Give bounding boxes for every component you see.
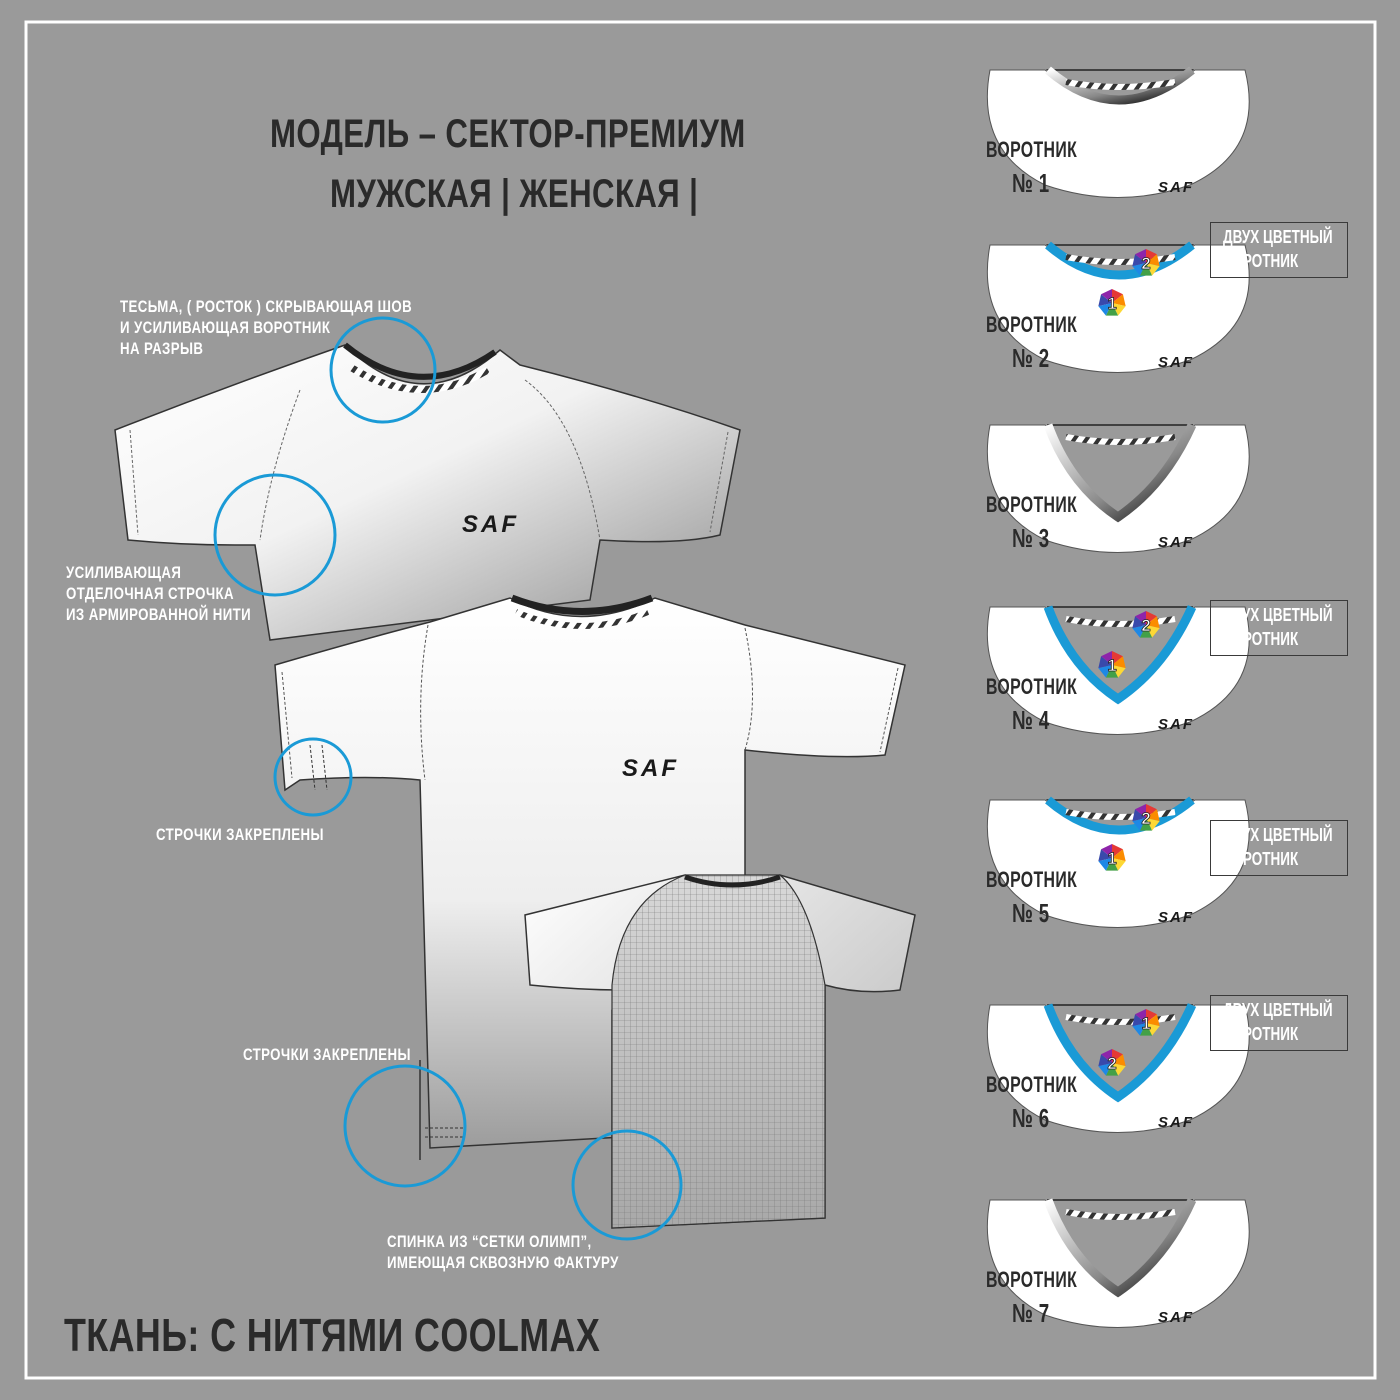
collar-label-4: ВОРОТНИК [986, 674, 1078, 699]
note-tape-line-3: НА РАЗРЫВ [120, 339, 204, 358]
callout-tape [329, 316, 437, 424]
callout-secured-2 [343, 1064, 467, 1188]
collar-7: SAF [986, 1198, 1250, 1328]
badge-1: 1 [1098, 651, 1126, 678]
collar-logo: SAF [1158, 179, 1194, 196]
note-stitch-line-1: УСИЛИВАЮЩАЯ [66, 563, 182, 582]
note-tape: ТЕСЬМА, ( РОСТОК ) СКРЫВАЮЩАЯ ШОВ И УСИЛ… [120, 296, 412, 359]
svg-text:2: 2 [1141, 254, 1150, 273]
callout-rings [213, 316, 683, 1241]
svg-text:1: 1 [1107, 849, 1116, 868]
note-tape-line-2: И УСИЛИВАЮЩАЯ ВОРОТНИК [120, 318, 331, 337]
collar-label-3: ВОРОТНИК [986, 492, 1078, 517]
note-stitch-line-3: ИЗ АРМИРОВАННОЙ НИТИ [66, 605, 252, 624]
collar-number-6: № 6 [1012, 1103, 1050, 1133]
page-title-line1: МОДЕЛЬ – СЕКТОР-ПРЕМИУМ [270, 112, 746, 156]
note-mesh: СПИНКА ИЗ “СЕТКИ ОЛИМП”, ИМЕЮЩАЯ СКВОЗНУ… [387, 1231, 619, 1273]
collar-label-5: ВОРОТНИК [986, 867, 1078, 892]
fabric-label: ТКАНЬ: С НИТЯМИ COOLMAX [64, 1309, 601, 1361]
collar-3: SAF [986, 423, 1250, 553]
note-mesh-line-1: СПИНКА ИЗ “СЕТКИ ОЛИМП”, [387, 1232, 592, 1251]
badge-2: 2 [1098, 1049, 1126, 1076]
callout-stitch [213, 473, 337, 597]
collar-1: SAF [986, 66, 1250, 198]
collar-label-1: ВОРОТНИК [986, 137, 1078, 162]
outer-frame [24, 20, 1377, 1380]
svg-text:1: 1 [1107, 294, 1116, 313]
collar-number-5: № 5 [1012, 898, 1050, 928]
note-mesh-line-2: ИМЕЮЩАЯ СКВОЗНУЮ ФАКТУРУ [387, 1253, 619, 1272]
svg-text:1: 1 [1107, 656, 1116, 675]
collar-6: SAF 1 2 [986, 1003, 1250, 1133]
badge-2: 2 [1132, 611, 1160, 638]
callout-secured-1 [273, 737, 353, 817]
note-secured-2: СТРОЧКИ ЗАКРЕПЛЕНЫ [243, 1045, 411, 1064]
svg-text:2: 2 [1141, 616, 1150, 635]
collar-logo: SAF [1158, 1114, 1194, 1131]
badge-1: 1 [1098, 844, 1126, 871]
callout-mesh [571, 1129, 683, 1241]
collar-logo: SAF [1158, 354, 1194, 371]
collar-number-2: № 2 [1012, 343, 1050, 373]
badge-1: 1 [1098, 289, 1126, 316]
collar-2: SAF 2 1 [986, 241, 1250, 373]
badge-2: 2 [1132, 804, 1160, 831]
collar-label-7: ВОРОТНИК [986, 1267, 1078, 1292]
collar-logo: SAF [1158, 1309, 1194, 1326]
note-tape-line-1: ТЕСЬМА, ( РОСТОК ) СКРЫВАЮЩАЯ ШОВ [120, 297, 413, 316]
logo-shirt-set-in: SAF [622, 755, 679, 782]
shirt-set-in [274, 594, 906, 1160]
collar-label-6: ВОРОТНИК [986, 1072, 1078, 1097]
collar-5: SAF 2 1 [986, 796, 1250, 928]
svg-text:2: 2 [1107, 1054, 1116, 1073]
svg-text:2: 2 [1141, 809, 1150, 828]
collar-number-1: № 1 [1012, 168, 1050, 198]
collar-label-2: ВОРОТНИК [986, 312, 1078, 337]
note-stitch: УСИЛИВАЮЩАЯ ОТДЕЛОЧНАЯ СТРОЧКА ИЗ АРМИРО… [66, 562, 251, 625]
collar-4: SAF 2 1 [986, 605, 1250, 735]
svg-text:1: 1 [1141, 1014, 1150, 1033]
badge-1: 1 [1132, 1009, 1160, 1036]
shirt-raglan-front [114, 342, 741, 641]
shirt-mesh-back [524, 874, 916, 1229]
collar-logo: SAF [1158, 716, 1194, 733]
note-secured-1: СТРОЧКИ ЗАКРЕПЛЕНЫ [156, 825, 324, 844]
collar-number-7: № 7 [1012, 1298, 1050, 1328]
logo-shirt-raglan: SAF [462, 511, 519, 538]
page-title-line2: МУЖСКАЯ | ЖЕНСКАЯ | [330, 172, 699, 216]
note-stitch-line-2: ОТДЕЛОЧНАЯ СТРОЧКА [66, 584, 235, 603]
collar-logo: SAF [1158, 534, 1194, 551]
badge-2: 2 [1132, 249, 1160, 276]
collar-logo: SAF [1158, 909, 1194, 926]
collar-number-3: № 3 [1012, 523, 1050, 553]
collar-number-4: № 4 [1012, 705, 1050, 735]
